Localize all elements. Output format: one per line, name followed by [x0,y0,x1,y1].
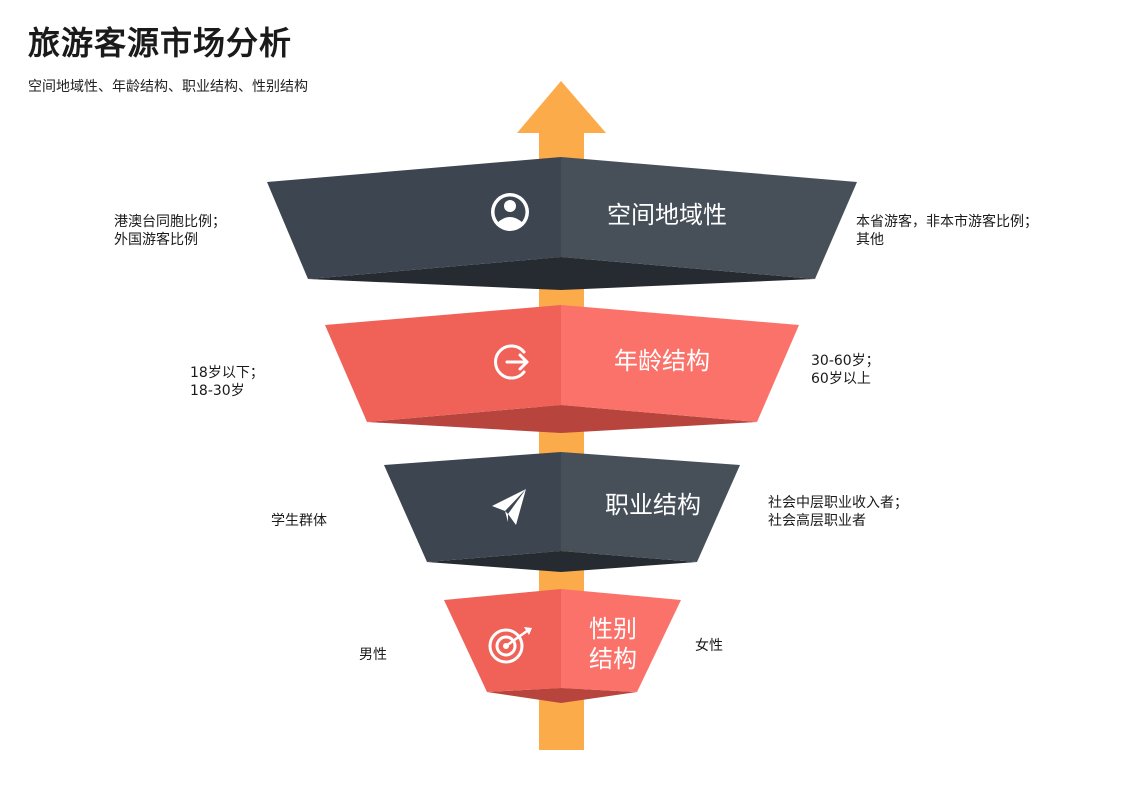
note-line: 社会高层职业者 [768,513,866,529]
note-line: 学生群体 [271,513,327,529]
note-line: 外国游客比例 [114,232,198,248]
note-line: 其他 [856,232,884,248]
note-line: 男性 [359,647,387,663]
level-age: 年龄结构 [325,305,799,433]
note-line: 本省游客，非本市游客比例； [856,214,1038,230]
note-line: 18岁以下； [190,365,264,381]
level-face-right [561,157,857,279]
exit-arrow-icon [494,344,529,380]
level-shadow [308,257,815,290]
level-occupation-left-note: 学生群体 [271,512,327,530]
level-label: 性别 [589,615,637,643]
level-label: 结构 [589,645,637,673]
level-occupation-right-note: 社会中层职业收入者； 社会高层职业者 [768,494,908,530]
note-line: 30-60岁； [811,353,880,369]
note-line: 60岁以上 [811,371,871,387]
level-spatial-left-note: 港澳台同胞比例； 外国游客比例 [114,213,226,249]
level-face-right [561,305,799,422]
level-label: 年龄结构 [614,347,710,375]
note-line: 社会中层职业收入者； [768,495,908,511]
level-shadow [427,551,697,572]
level-gender-right-note: 女性 [695,637,723,655]
level-label: 职业结构 [605,491,701,519]
note-line: 18-30岁 [190,383,245,399]
page-subtitle: 空间地域性、年龄结构、职业结构、性别结构 [28,79,308,95]
level-label: 空间地域性 [607,201,727,229]
level-shadow [487,688,637,703]
level-face-left [444,589,561,692]
page-title: 旅游客源市场分析 [28,24,293,62]
level-age-right-note: 30-60岁； 60岁以上 [811,352,880,388]
level-gender: 性别 结构 [444,589,681,703]
level-occupation: 职业结构 [384,452,740,572]
level-age-left-note: 18岁以下； 18-30岁 [190,364,264,400]
level-face-right [561,452,740,562]
level-face-left [267,157,561,279]
note-line: 港澳台同胞比例； [114,214,226,230]
level-spatial: 空间地域性 [267,157,857,290]
level-shadow [367,405,757,433]
level-face-left [384,452,561,562]
level-spatial-right-note: 本省游客，非本市游客比例； 其他 [856,213,1038,249]
level-gender-left-note: 男性 [359,646,387,664]
note-line: 女性 [695,638,723,654]
user-icon [491,193,529,231]
arrow-head [517,81,606,133]
target-icon [488,627,532,664]
level-face-right [561,589,681,692]
paper-plane-icon [492,489,526,525]
level-face-left [325,305,561,422]
